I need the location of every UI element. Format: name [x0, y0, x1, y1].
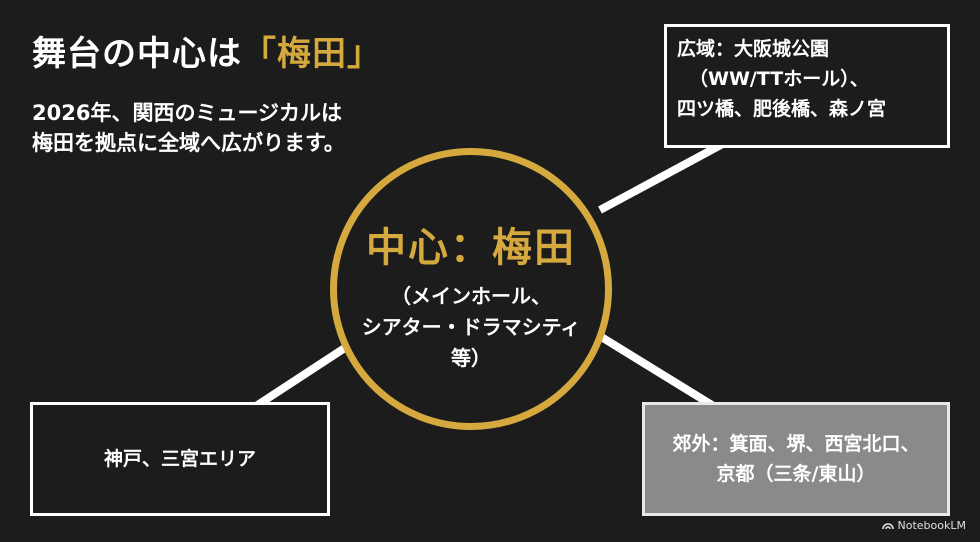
- branch-line: （WW/TTホール）、: [689, 68, 869, 90]
- branch-box-suburbs: 郊外：箕面、堺、西宮北口、 京都（三条/東山）: [642, 402, 950, 516]
- connector-top-right: [598, 136, 732, 214]
- connector-bottom-left: [247, 334, 363, 414]
- hub-circle: 中心：梅田 （メインホール、 シアター・ドラマシティ 等）: [330, 148, 612, 430]
- connector-bottom-right: [587, 326, 723, 414]
- slide-title-accent: 「梅田」: [242, 34, 382, 74]
- branch-line: 神戸、三宮エリア: [103, 448, 256, 470]
- branch-line: 京都（三条/東山）: [716, 463, 876, 485]
- hub-detail-line: （メインホール、: [391, 283, 551, 308]
- slide-subtitle: 2026年、関西のミュージカルは 梅田を拠点に全域へ広がります。: [32, 98, 345, 158]
- branch-line: 四ツ橋、肥後橋、森ノ宮: [677, 98, 887, 120]
- subtitle-line: 2026年、関西のミュージカルは: [32, 101, 343, 125]
- brand-label: NotebookLM: [897, 519, 966, 532]
- branch-line: 広域：大阪城公園: [677, 38, 830, 60]
- hub-detail-line: シアター・ドラマシティ: [361, 314, 581, 339]
- subtitle-line: 梅田を拠点に全域へ広がります。: [32, 131, 345, 155]
- slide-title-prefix: 舞台の中心は: [32, 34, 242, 74]
- hub-detail: （メインホール、 シアター・ドラマシティ 等）: [362, 281, 581, 374]
- notebooklm-watermark: NotebookLM: [881, 519, 966, 532]
- branch-box-kobe: 神戸、三宮エリア: [30, 402, 330, 516]
- slide-title: 舞台の中心は「梅田」: [32, 26, 382, 75]
- notebooklm-logo-icon: [881, 522, 894, 529]
- branch-line: 郊外：箕面、堺、西宮北口、: [672, 433, 920, 455]
- hub-title: 中心：梅田: [366, 224, 576, 271]
- hub-detail-line: 等）: [451, 345, 491, 370]
- branch-box-wide-area: 広域：大阪城公園 （WW/TTホール）、 四ツ橋、肥後橋、森ノ宮: [664, 24, 950, 148]
